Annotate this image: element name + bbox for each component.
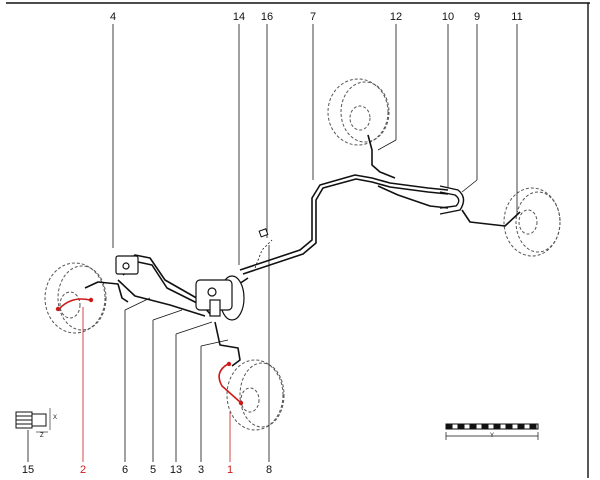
callout-14: 14 <box>232 11 246 23</box>
callout-11: 11 <box>511 11 523 23</box>
leader-lines-top <box>112 24 518 265</box>
callout-10: 10 <box>441 11 455 23</box>
callout-9: 9 <box>473 11 481 23</box>
junction-block <box>115 255 139 275</box>
detail-label-z: Z <box>40 433 44 439</box>
rear-u-loop <box>439 185 465 215</box>
detail-label-x: X <box>53 415 58 421</box>
callout-1: 1 <box>226 464 234 476</box>
callout-12: 12 <box>389 11 403 23</box>
callout-7: 7 <box>309 11 317 23</box>
brake-hoses <box>59 298 241 403</box>
union-fitting-detail <box>15 408 51 433</box>
brake-lines <box>84 134 521 367</box>
wheel-rear-left <box>503 187 561 257</box>
scale-label-y: Y <box>489 433 494 439</box>
callout-16: 16 <box>260 11 274 23</box>
hose-fittings <box>55 297 244 406</box>
leader-lines-bottom <box>27 245 270 462</box>
wheel-front-right <box>226 359 285 431</box>
callout-6: 6 <box>121 464 129 476</box>
routing-dashes <box>254 239 273 269</box>
wheel-rear-right <box>327 78 390 146</box>
leader-lines-bottom-red <box>82 307 231 462</box>
callout-4: 4 <box>109 11 117 23</box>
callout-8: 8 <box>265 464 273 476</box>
master-cylinder <box>195 275 245 321</box>
callout-5: 5 <box>149 464 157 476</box>
callout-2: 2 <box>79 464 87 476</box>
callout-15: 15 <box>21 464 35 476</box>
wheel-front-left <box>44 262 107 334</box>
scale-bar <box>445 423 539 440</box>
clip-part <box>258 228 269 238</box>
frame <box>6 2 590 478</box>
callout-3: 3 <box>197 464 205 476</box>
callout-13: 13 <box>169 464 183 476</box>
